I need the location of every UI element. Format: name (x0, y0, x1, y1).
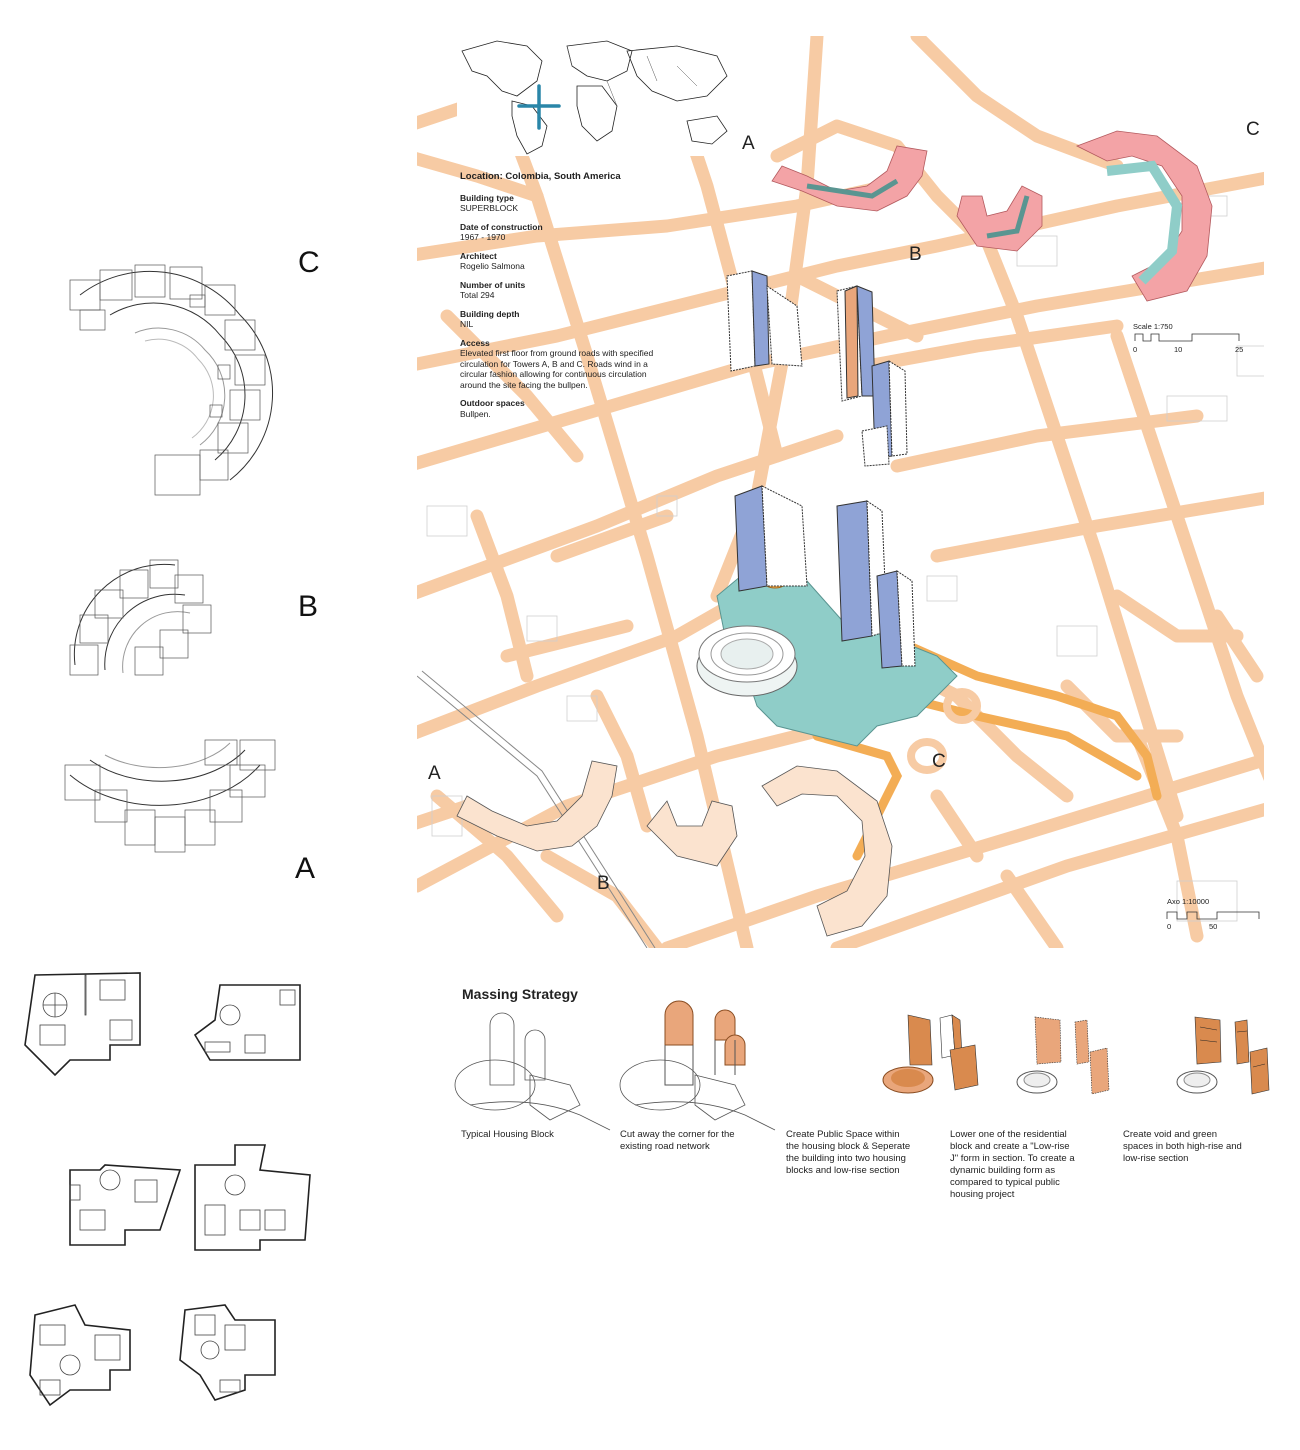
plan-label-a: A (295, 852, 316, 885)
pink-plan-c-top (1076, 130, 1213, 302)
low-rise-block-c (761, 765, 893, 937)
plan-c-drawing (69, 264, 274, 496)
info-depth-heading: Building depth (460, 308, 520, 319)
plan-a-drawing (64, 739, 276, 853)
info-outdoor-value: Bullpen. (460, 408, 491, 419)
massing-title: Massing Strategy (462, 986, 578, 1002)
scale-axo-tick-0: 0 (1167, 922, 1172, 931)
unit-plan-6 (179, 1304, 276, 1401)
site-label-a-bottom: A (428, 763, 441, 784)
info-architect-value: Rogelio Salmona (460, 261, 525, 271)
plan-b-drawing (69, 559, 212, 676)
scale-plan-tick-10: 10 (1174, 345, 1183, 354)
info-building-type-value: SUPERBLOCK (460, 203, 519, 213)
massing-step-1-drawing (454, 1012, 611, 1131)
massing-step-4b-drawing (1016, 1016, 1110, 1095)
bullpen (696, 573, 798, 697)
scale-plan-tick-0: 0 (1133, 345, 1138, 354)
scale-bar-axo (1166, 911, 1260, 920)
site-label-b-top: B (909, 244, 922, 265)
plan-label-b: B (298, 590, 319, 623)
low-rise-block-b (456, 760, 738, 867)
unit-plan-1 (24, 972, 141, 1077)
massing-step-2-drawing (619, 1000, 776, 1131)
site-axonometric (417, 36, 1264, 948)
info-building-type-heading: Building type (460, 192, 514, 203)
scale-axo-title: Axo 1:10000 (1167, 897, 1210, 906)
info-units-value: Total 294 (460, 290, 495, 300)
massing-step-5-caption: Create void and green spaces in both hig… (1123, 1129, 1242, 1164)
info-date-value: 1967 - 1970 (460, 232, 506, 242)
scale-bar-plan (1134, 333, 1240, 342)
info-depth-value: NIL (460, 319, 474, 329)
unit-plan-5 (29, 1304, 131, 1407)
massing-step-1-caption: Typical Housing Block (461, 1129, 554, 1140)
info-location: Location: Colombia, South America (460, 171, 621, 182)
location-crosshair-icon (517, 84, 561, 130)
info-access-value: Elevated first floor from ground roads w… (460, 348, 654, 390)
railway (417, 670, 656, 948)
unit-plan-3 (69, 1164, 182, 1246)
info-architect-heading: Architect (460, 250, 497, 261)
plan-label-c: C (298, 246, 320, 279)
unit-plan-2 (193, 984, 301, 1061)
block-outlines (426, 195, 1264, 922)
massing-step-5-drawing (1176, 1016, 1270, 1095)
site-label-b-bottom: B (597, 873, 610, 894)
road-network (417, 36, 1264, 948)
central-towers (734, 485, 916, 669)
site-label-c-mid: C (932, 751, 946, 772)
massing-step-3-caption: Create Public Space within the housing b… (786, 1129, 911, 1176)
massing-step-4-caption: Lower one of the residential block and c… (950, 1129, 1075, 1200)
scale-plan-title: Scale 1:750 (1133, 322, 1173, 331)
info-access-heading: Access (460, 337, 490, 348)
info-date-heading: Date of construction (460, 221, 543, 232)
massing-step-2-caption: Cut away the corner for the existing roa… (620, 1129, 735, 1152)
world-map-icon (457, 36, 732, 156)
project-info: Location: Colombia, South America Buildi… (460, 171, 690, 427)
scale-axo-tick-50: 50 (1209, 922, 1218, 931)
unit-plan-4 (194, 1144, 311, 1251)
site-label-c-top: C (1246, 119, 1260, 140)
scale-plan-tick-25: 25 (1235, 345, 1244, 354)
upper-towers (726, 270, 908, 467)
road-loops (907, 688, 981, 774)
pink-plan-b-top (771, 145, 928, 212)
site-label-a-top: A (742, 133, 755, 154)
pink-plan-center-top (956, 185, 1043, 252)
info-units-heading: Number of units (460, 279, 526, 290)
info-outdoor-heading: Outdoor spaces (460, 398, 525, 408)
massing-step-4-drawing (882, 1014, 979, 1094)
